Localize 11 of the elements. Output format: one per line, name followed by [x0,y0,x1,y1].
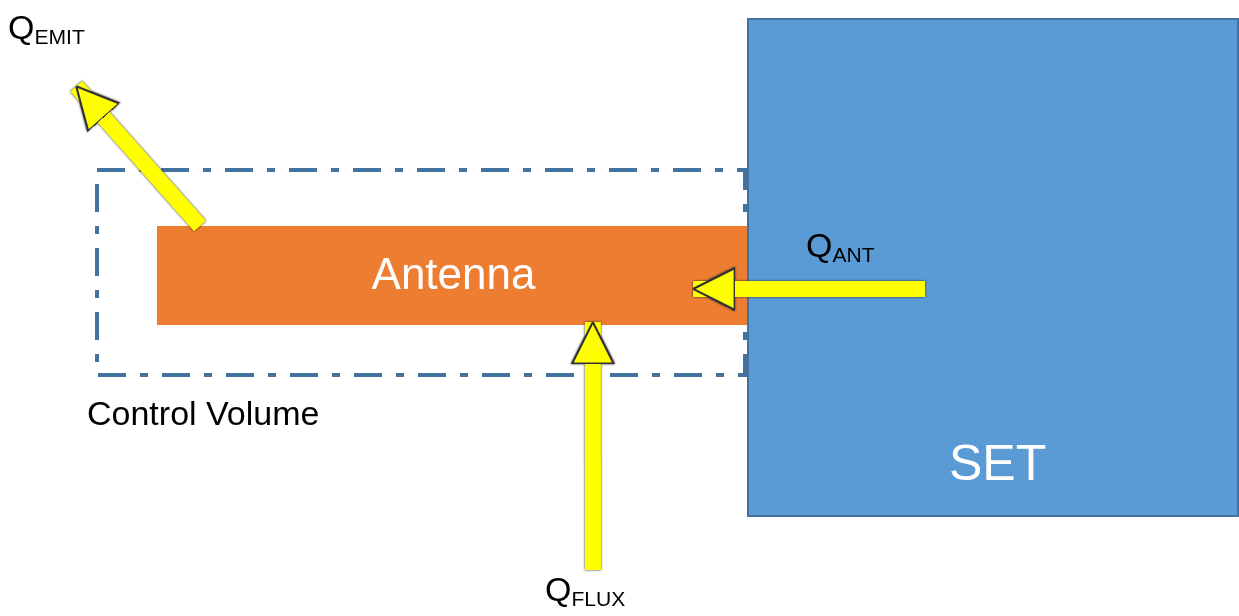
antenna-bar [157,226,750,325]
control-volume-label: Control Volume [87,396,320,430]
heat-emitted-label: Q$_{EMIT}$ [8,8,118,54]
arrow [692,267,926,311]
edge-label: Q$_{ANT}$ [806,228,875,266]
antenna-label: Antenna [370,251,537,296]
set-label: SET [949,438,1047,488]
heat-flux-label: Q$_{FLUX}$ [545,570,655,616]
set-block [747,18,1239,517]
arrow [571,321,615,570]
arrow [70,80,206,232]
